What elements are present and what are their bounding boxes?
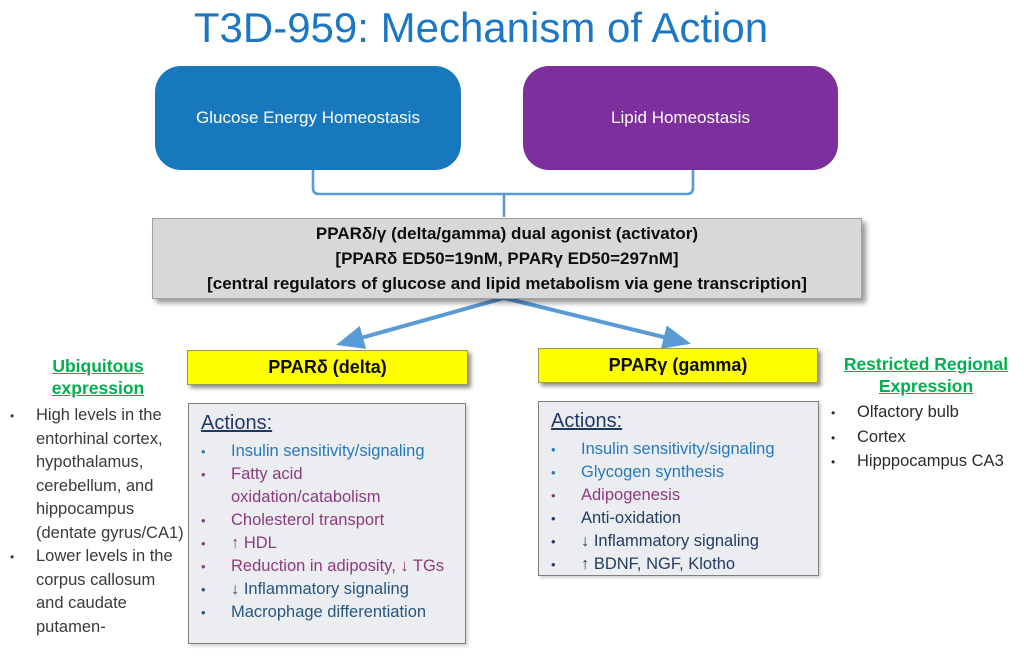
- expression-item: • Cortex: [831, 426, 1021, 451]
- bullet-icon: •: [201, 559, 206, 574]
- action-text: ↓ Inflammatory signaling: [581, 532, 759, 550]
- lipid-homeostasis-box: Lipid Homeostasis: [523, 66, 838, 170]
- action-item: • Reduction in adiposity, ↓ TGs: [201, 555, 455, 578]
- expression-text: Olfactory bulb: [857, 403, 959, 421]
- ppar-delta-actions-box: Actions: • Insulin sensitivity/signaling…: [188, 403, 466, 644]
- action-text: Adipogenesis: [581, 486, 681, 504]
- action-text: Insulin sensitivity/signaling: [581, 440, 775, 458]
- bullet-icon: •: [10, 409, 15, 423]
- bullet-icon: •: [551, 488, 556, 503]
- action-text: ↑ HDL: [231, 534, 277, 552]
- action-text: Macrophage differentiation: [231, 603, 427, 621]
- heading-line: Ubiquitous: [52, 356, 144, 376]
- bullet-icon: •: [551, 442, 556, 457]
- expression-item: • Lower levels in the corpus callosum an…: [10, 545, 186, 639]
- ubiquitous-expression-list: • High levels in the entorhinal cortex, …: [10, 404, 186, 639]
- bullet-icon: •: [831, 406, 836, 420]
- gamma-actions-title: Actions:: [551, 410, 623, 432]
- action-text: Cholesterol transport: [231, 511, 385, 529]
- heading-line: expression: [51, 377, 145, 398]
- expression-item: • High levels in the entorhinal cortex, …: [10, 404, 186, 545]
- bullet-icon: •: [201, 444, 206, 459]
- agonist-line-2: [PPARδ ED50=19nM, PPARγ ED50=297nM]: [335, 249, 679, 268]
- delta-actions-title: Actions:: [201, 412, 273, 434]
- action-item: • Adipogenesis: [551, 484, 808, 507]
- ppar-gamma-actions-box: Actions: • Insulin sensitivity/signaling…: [538, 401, 819, 576]
- action-item: • Anti-oxidation: [551, 507, 808, 530]
- ppar-gamma-header: PPARγ (gamma): [538, 348, 818, 383]
- action-text: ↓ Inflammatory signaling: [231, 580, 409, 598]
- bullet-icon: •: [831, 455, 836, 469]
- action-text: ↑ BDNF, NGF, Klotho: [581, 555, 736, 573]
- action-item: • Fatty acid oxidation/catabolism: [201, 463, 455, 509]
- heading-line: Expression: [878, 375, 974, 396]
- expression-item: • Olfactory bulb: [831, 401, 1021, 426]
- gamma-actions-list: • Insulin sensitivity/signaling • Glycog…: [551, 438, 808, 576]
- lipid-box-label: Lipid Homeostasis: [611, 108, 750, 127]
- expression-item: • Hipppocampus CA3: [831, 450, 1021, 475]
- expression-text: Lower levels in the corpus callosum and …: [36, 547, 173, 636]
- action-item: • ↑ BDNF, NGF, Klotho: [551, 553, 808, 576]
- agonist-line-3: [central regulators of glucose and lipid…: [207, 274, 807, 293]
- ppar-dual-agonist-box: PPARδ/γ (delta/gamma) dual agonist (acti…: [152, 218, 862, 299]
- action-item: • Macrophage differentiation: [201, 601, 455, 624]
- bracket-connector: [311, 170, 695, 196]
- action-item: • ↑ HDL: [201, 532, 455, 555]
- bullet-icon: •: [201, 536, 206, 551]
- restricted-regional-expression-heading: Restricted Regional Expression: [831, 354, 1021, 397]
- bullet-icon: •: [201, 467, 206, 482]
- glucose-energy-homeostasis-box: Glucose Energy Homeostasis: [155, 66, 461, 170]
- expression-text: High levels in the entorhinal cortex, hy…: [36, 406, 184, 542]
- action-item: • Glycogen synthesis: [551, 461, 808, 484]
- action-text: Fatty acid oxidation/catabolism: [231, 465, 381, 506]
- bullet-icon: •: [551, 465, 556, 480]
- ppar-gamma-header-label: PPARγ (gamma): [608, 355, 748, 375]
- bullet-icon: •: [201, 605, 206, 620]
- ppar-delta-header-label: PPARδ (delta): [268, 357, 387, 377]
- expression-text: Cortex: [857, 427, 906, 446]
- slide-title: T3D-959: Mechanism of Action: [193, 4, 769, 51]
- bullet-icon: •: [10, 550, 15, 564]
- action-text: Anti-oxidation: [581, 509, 681, 527]
- agonist-line-1: PPARδ/γ (delta/gamma) dual agonist (acti…: [315, 224, 699, 243]
- action-item: • Insulin sensitivity/signaling: [201, 440, 455, 463]
- action-item: • Insulin sensitivity/signaling: [551, 438, 808, 461]
- bullet-icon: •: [551, 511, 556, 526]
- ubiquitous-expression-panel: Ubiquitous expression • High levels in t…: [10, 356, 186, 639]
- action-text: Insulin sensitivity/signaling: [231, 442, 425, 460]
- expression-text: Hipppocampus CA3: [857, 452, 1004, 470]
- action-item: • ↓ Inflammatory signaling: [201, 578, 455, 601]
- ubiquitous-expression-heading: Ubiquitous expression: [10, 356, 186, 399]
- arrow-to-gamma: [503, 296, 691, 349]
- action-text: Reduction in adiposity, ↓ TGs: [231, 557, 445, 575]
- restricted-regional-expression-panel: Restricted Regional Expression • Olfacto…: [831, 354, 1021, 475]
- bullet-icon: •: [201, 582, 206, 597]
- ppar-delta-header: PPARδ (delta): [187, 350, 468, 385]
- glucose-box-label: Glucose Energy Homeostasis: [196, 108, 420, 127]
- action-text: Glycogen synthesis: [581, 463, 725, 481]
- action-item: • ↓ Inflammatory signaling: [551, 530, 808, 553]
- bullet-icon: •: [831, 430, 836, 445]
- bullet-icon: •: [551, 557, 556, 572]
- delta-actions-list: • Insulin sensitivity/signaling • Fatty …: [201, 440, 455, 624]
- arrow-to-delta: [336, 296, 505, 349]
- restricted-regional-expression-list: • Olfactory bulb • Cortex • Hipppocampus…: [831, 401, 1021, 475]
- bullet-icon: •: [201, 513, 206, 528]
- action-item: • Cholesterol transport: [201, 509, 455, 532]
- bullet-icon: •: [551, 534, 556, 549]
- heading-line: Restricted Regional: [843, 354, 1009, 374]
